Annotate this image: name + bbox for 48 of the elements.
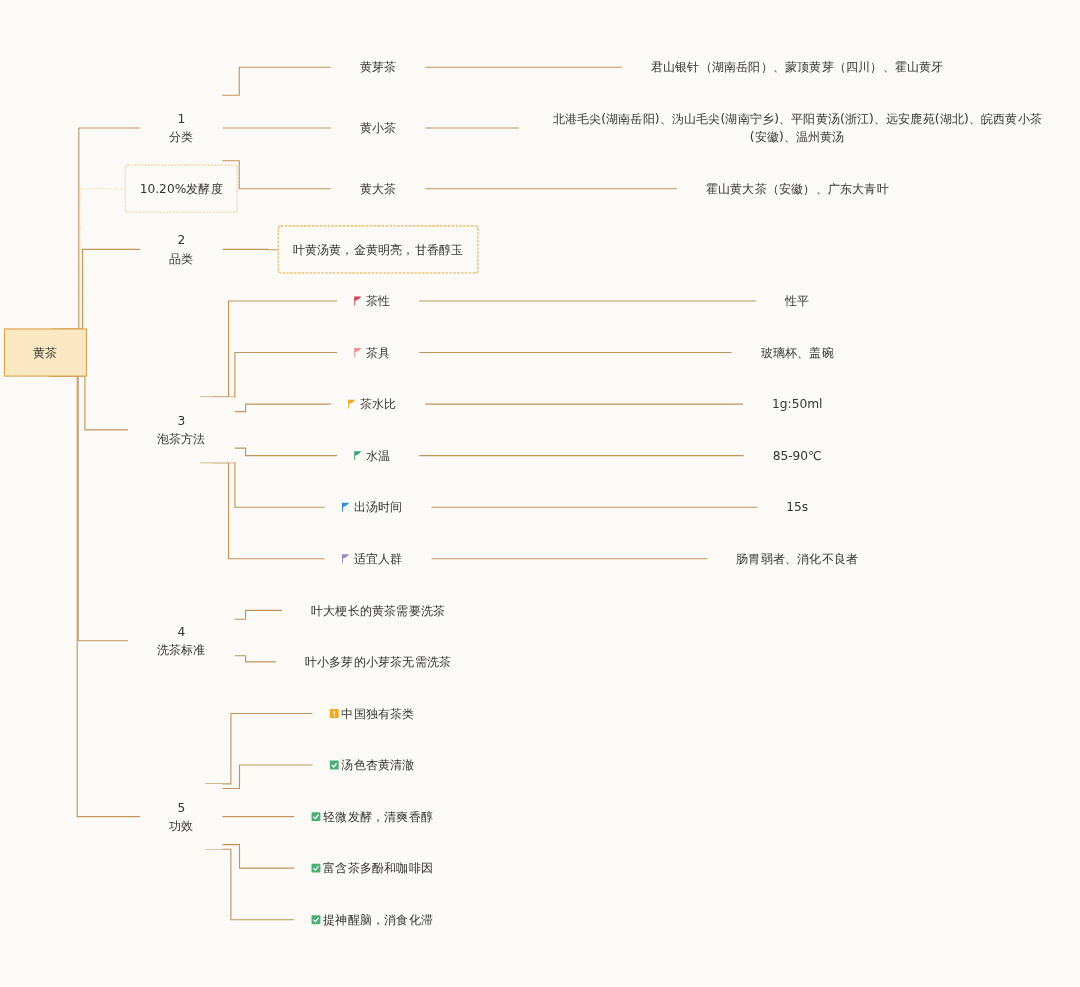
node-text: 叶小多芽的小芽茶无需洗茶 bbox=[304, 654, 452, 669]
node-text: 茶水比 bbox=[359, 397, 397, 412]
connector bbox=[418, 455, 745, 457]
node-text: 叶大梗长的黄茶需要洗茶 bbox=[310, 603, 446, 618]
connector bbox=[424, 188, 678, 190]
connector bbox=[233, 609, 283, 620]
node-text: 适宜人群 bbox=[353, 551, 403, 566]
node-text: 4 洗茶标准 bbox=[156, 624, 206, 657]
node-text: 富含茶多酚和咖啡因 bbox=[323, 861, 433, 876]
connector bbox=[418, 351, 733, 354]
node-text: 提神醒脑，消食化滞 bbox=[323, 912, 433, 927]
connector bbox=[221, 764, 314, 790]
node-text: 轻微发酵，清爽香醇 bbox=[323, 809, 433, 824]
connector bbox=[221, 66, 332, 96]
node-text: 中国独有茶类 bbox=[341, 706, 415, 721]
connector bbox=[233, 655, 277, 663]
node-text: 1g:50ml bbox=[772, 397, 823, 412]
connector bbox=[221, 127, 332, 129]
node-text: 15s bbox=[786, 500, 809, 515]
node-box: 黄茶 bbox=[3, 328, 88, 377]
node-text: 玻璃杯、盖碗 bbox=[760, 345, 834, 360]
node-text: 茶性 bbox=[365, 294, 391, 308]
connector bbox=[424, 66, 623, 68]
node-text: 霍山黄大茶（安徽）、广东大青叶 bbox=[705, 181, 889, 196]
node-text: 出汤时间 bbox=[353, 500, 403, 515]
connector bbox=[424, 127, 520, 129]
node-text: 黄大茶 bbox=[359, 181, 397, 196]
connector bbox=[233, 447, 338, 457]
connector bbox=[221, 160, 332, 190]
connector bbox=[424, 403, 744, 405]
node-text: 黄芽茶 bbox=[359, 60, 397, 75]
connector bbox=[430, 506, 758, 508]
node-text: 君山银针（湖南岳阳）、蒙顶黄芽（四川）、霍山黄牙 bbox=[650, 60, 944, 75]
node-text: 2 品类 bbox=[169, 233, 194, 266]
node-text: 水温 bbox=[365, 448, 391, 463]
node-text: 肠胃弱者、消化不良者 bbox=[736, 551, 859, 566]
node-text: 黄小茶 bbox=[359, 121, 397, 135]
connector bbox=[221, 844, 295, 869]
node-text: 85-90℃ bbox=[772, 448, 822, 463]
connector bbox=[430, 558, 708, 560]
node-text: 性平 bbox=[785, 294, 810, 308]
node-text: 汤色杏黄清澈 bbox=[341, 758, 415, 772]
connector bbox=[221, 816, 295, 818]
node-text: 北港毛尖(湖南岳阳)、沩山毛尖(湖南宁乡)、平阳黄汤(浙江)、远安鹿苑(湖北)、皖西黄小茶(安徽)、温州黄汤 bbox=[552, 111, 1042, 145]
connector bbox=[418, 300, 757, 302]
node-text: 茶具 bbox=[365, 345, 391, 360]
connector bbox=[233, 403, 332, 413]
node-text: 1 分类 bbox=[169, 111, 194, 145]
